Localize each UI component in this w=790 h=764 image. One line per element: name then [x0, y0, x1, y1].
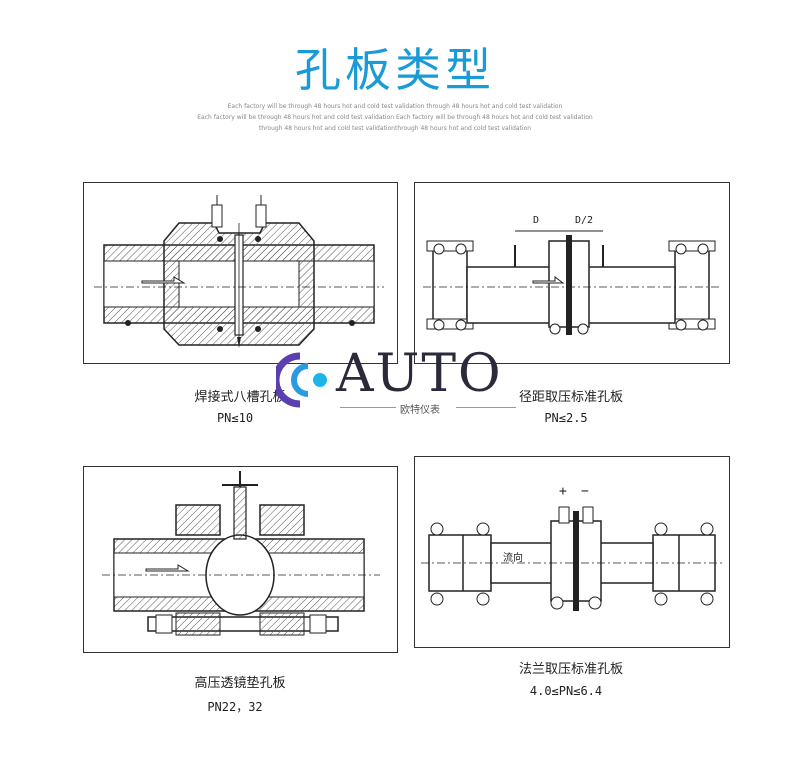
diagram-radius-tap-orifice: D D/2	[414, 182, 730, 364]
caption-radius-tap-orifice: 径距取压标准孔板	[518, 390, 623, 405]
minus-label: −	[581, 484, 589, 499]
caption-lens-gasket-orifice: 高压透镜垫孔板	[194, 676, 286, 691]
plus-label: +	[559, 484, 567, 499]
watermark-brand: AUTO	[336, 344, 503, 404]
subtitle-line-1: Each factory will be through 48 hours ho…	[227, 103, 563, 110]
spec-welded-orifice: PN≤10	[216, 411, 254, 425]
diagram-welded-orifice	[83, 182, 398, 364]
caption-welded-orifice: 焊接式八槽孔板	[194, 390, 286, 405]
spec-flange-tap-orifice: 4.0≤PN≤6.4	[529, 684, 603, 698]
diagram-flange-tap-orifice: + − 流向	[414, 456, 730, 648]
watermark-cn: 欧特仪表	[400, 405, 440, 416]
watermark-line-right	[456, 407, 516, 408]
dim-d-label: D	[533, 215, 539, 226]
watermark-logo-icon	[272, 352, 332, 408]
subtitle-line-3: through 48 hours hot and cold test valid…	[258, 125, 532, 132]
caption-flange-tap-orifice: 法兰取压标准孔板	[518, 662, 623, 677]
page-title: 孔板类型	[295, 43, 495, 97]
diagram-lens-gasket-orifice	[83, 466, 398, 653]
spec-radius-tap-orifice: PN≤2.5	[544, 411, 588, 425]
spec-lens-gasket-orifice: PN22，32	[207, 700, 263, 714]
watermark-line-left	[340, 407, 396, 408]
subtitle-line-2: Each factory will be through 48 hours ho…	[197, 114, 593, 121]
dim-d2-label: D/2	[575, 215, 593, 226]
flow-label: 流向	[503, 551, 523, 564]
